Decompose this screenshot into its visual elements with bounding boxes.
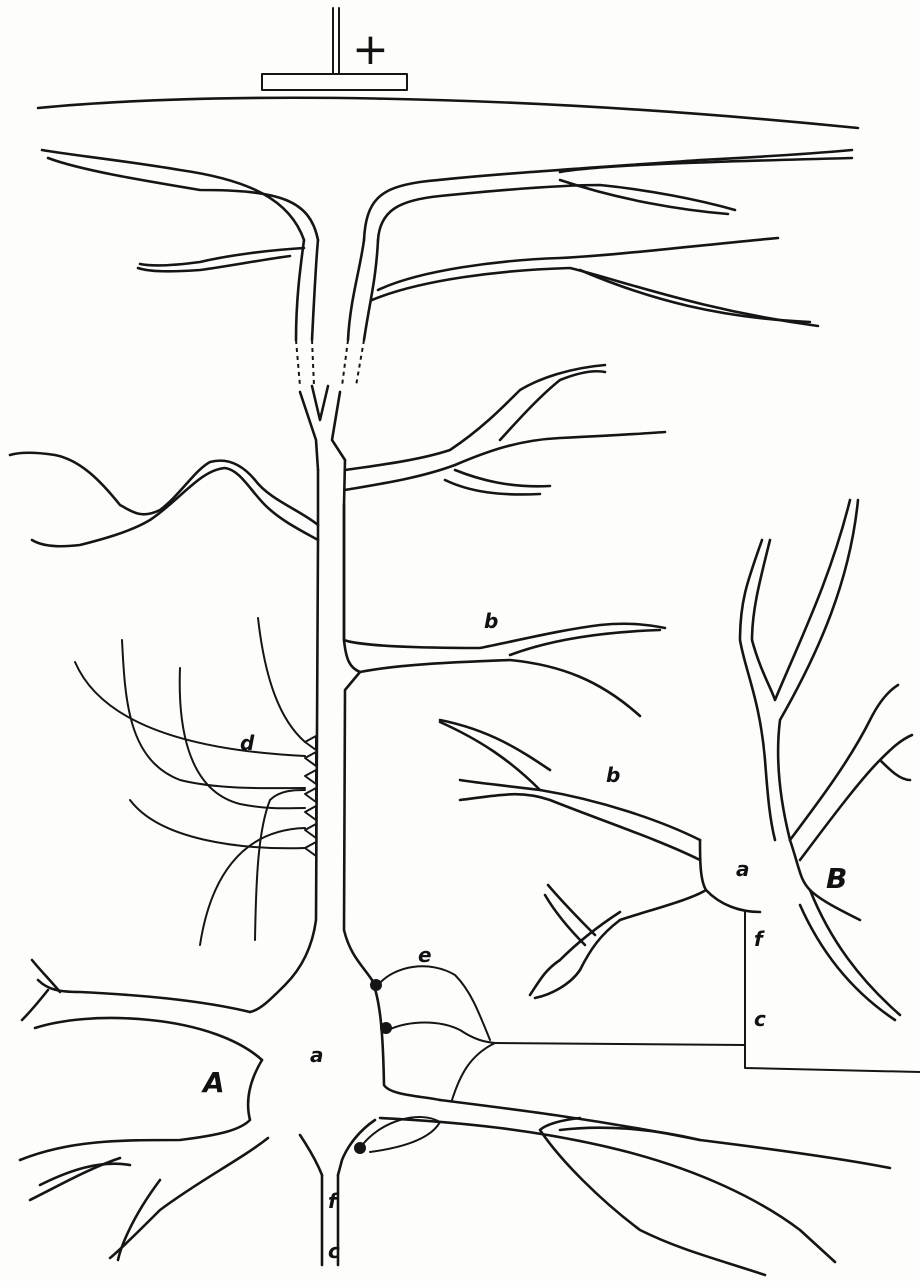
cell-a-apical-dendrite [250,240,378,1012]
electrode-sign: + [352,24,389,75]
label-cell-b: B [826,862,847,895]
label-soma-b: a [736,857,750,881]
cell-a-basal-right [380,1100,890,1275]
label-cell-a: A [201,1066,225,1099]
apical-tuft-right [364,150,852,326]
label-collateral: e [418,943,432,967]
apical-tuft-left [42,150,318,271]
synapse-bouton [380,1022,392,1034]
label-dendrite-a: b [484,609,498,633]
afferent-fibers [75,618,316,945]
cell-b [440,500,920,1072]
label-axon-a-c: c [328,1239,340,1263]
label-afferents: d [240,731,255,755]
label-axon-b-f: f [754,927,765,951]
cortical-surface [38,98,858,128]
synapse-bouton [370,979,382,991]
cell-a-oblique-branches [10,365,665,716]
synapse-bouton [354,1142,366,1154]
electrode: + [262,8,407,90]
label-dendrite-b: b [606,763,620,787]
label-axon-b-c: c [754,1007,766,1031]
label-soma-a: a [310,1043,324,1067]
cell-a-soma [20,960,440,1265]
